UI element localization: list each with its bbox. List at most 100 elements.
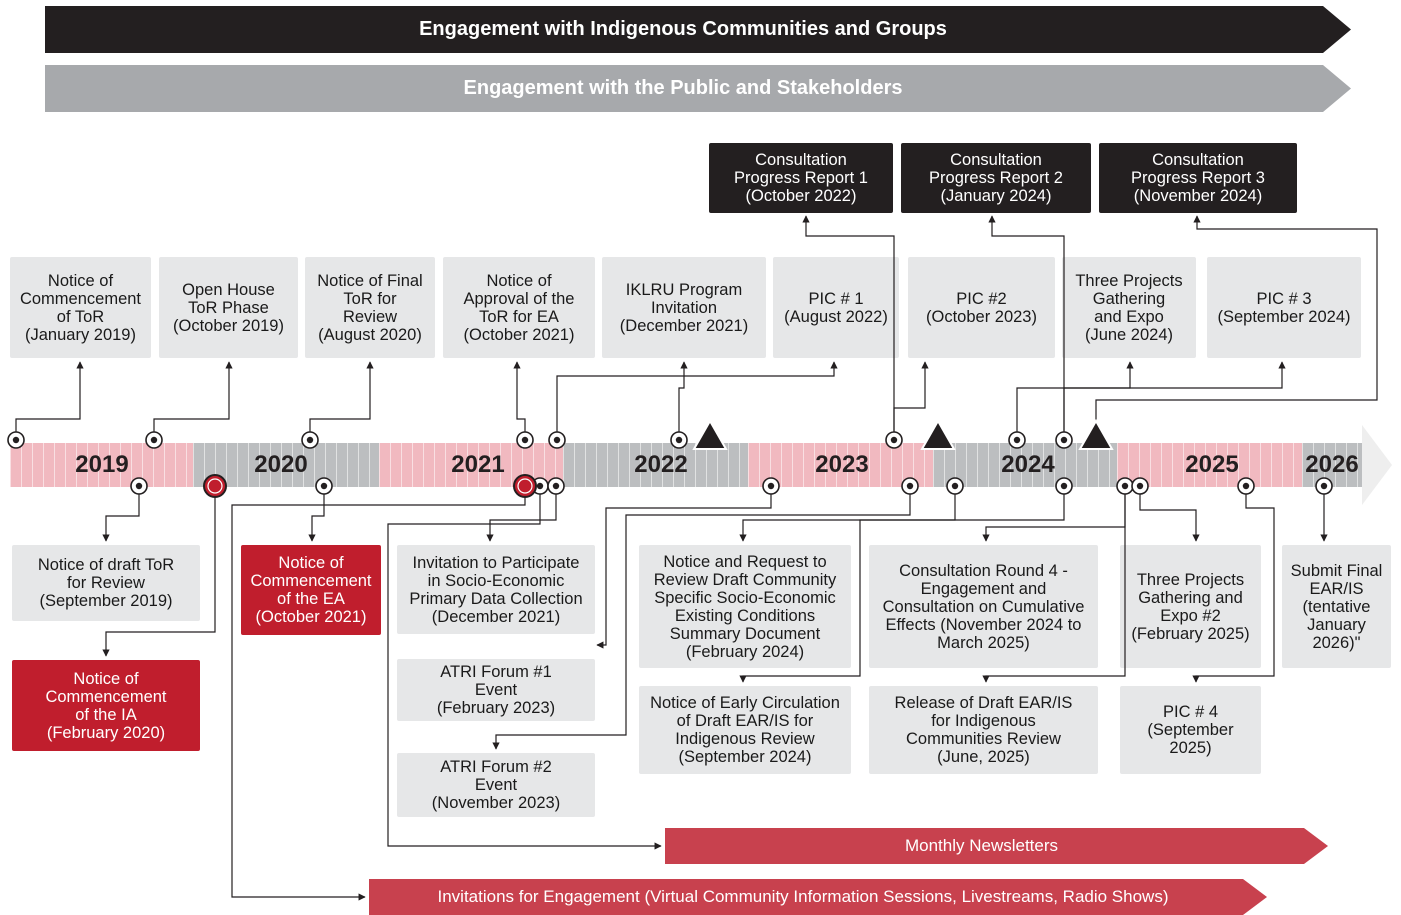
connector-above-1 — [15, 361, 84, 433]
connector-report-3 — [1095, 215, 1378, 433]
marker-above-6-dot — [675, 436, 683, 444]
event-notice-approval-tor: Notice of Approval of the ToR for EA (Oc… — [443, 257, 595, 358]
year-label-2026: 2026 — [1305, 451, 1359, 478]
connector-above-4 — [513, 361, 526, 433]
connector-above-8 — [1016, 361, 1134, 433]
event-pic-1: PIC # 1 (August 2022) — [773, 257, 899, 358]
marker-red-ea — [513, 474, 537, 498]
event-notice-review-socio-economic: Notice and Request to Review Draft Commu… — [639, 545, 851, 668]
marker-above-1-dot — [12, 436, 20, 444]
connector-below-11 — [1139, 493, 1200, 542]
connector-report-1 — [802, 215, 895, 433]
event-three-projects-expo: Three Projects Gathering and Expo (June … — [1062, 257, 1196, 358]
progress-report-1: Consultation Progress Report 1 (October … — [709, 143, 893, 213]
marker-below-6-dot — [906, 482, 914, 490]
connector-below-1 — [102, 493, 140, 542]
timeline-segment-2025 — [1117, 443, 1302, 487]
connector-report-2 — [988, 215, 1065, 433]
marker-below-1-dot — [135, 482, 143, 490]
event-submit-final-ear: Submit Final EAR/IS (tentative January 2… — [1282, 545, 1391, 668]
invitations-engagement-banner: Invitations for Engagement (Virtual Comm… — [369, 879, 1267, 915]
marker-below-3-dot — [536, 482, 544, 490]
connector-below-8 — [739, 493, 1065, 683]
event-notice-commencement-ea: Notice of Commencement of the EA (Octobe… — [241, 545, 381, 635]
triangle-markers — [692, 418, 1114, 450]
triangle-marker-1 — [692, 418, 728, 450]
event-three-projects-expo-2: Three Projects Gathering and Expo #2 (Fe… — [1120, 545, 1261, 668]
year-label-2019: 2019 — [75, 451, 129, 478]
timeline-segment-2021 — [379, 443, 563, 487]
connector-below-9 — [982, 493, 1126, 542]
connector-below-4 — [486, 493, 557, 542]
connector-above-6 — [556, 361, 838, 433]
marker-below-4-dot — [552, 482, 560, 490]
marker-below-7-dot — [951, 482, 959, 490]
connector-above-3 — [309, 361, 374, 433]
marker-red-ia — [203, 474, 227, 498]
year-label-2021: 2021 — [451, 451, 505, 478]
event-pic-2: PIC #2 (October 2023) — [908, 257, 1055, 358]
marker-above-9-dot — [1060, 436, 1068, 444]
triangle-marker-2 — [920, 418, 956, 450]
event-socio-economic-invitation: Invitation to Participate in Socio-Econo… — [397, 545, 595, 634]
marker-red-ea-ring — [517, 478, 533, 494]
event-early-circulation-ear: Notice of Early Circulation of Draft EAR… — [639, 686, 851, 774]
marker-above-5-dot — [553, 436, 561, 444]
connector-above-5 — [678, 361, 688, 433]
event-markers — [7, 431, 1333, 498]
year-label-2022: 2022 — [634, 451, 688, 478]
triangle-marker-3 — [1078, 418, 1114, 450]
indigenous-engagement-banner: Engagement with Indigenous Communities a… — [45, 6, 1351, 53]
connector-below-7 — [739, 493, 956, 542]
monthly-newsletters-banner: Monthly Newsletters — [665, 828, 1328, 864]
marker-above-3-dot — [306, 436, 314, 444]
event-consultation-round-4: Consultation Round 4 - Engagement and Co… — [869, 545, 1098, 668]
connector-below-3 — [308, 493, 325, 542]
event-iklru-program: IKLRU Program Invitation (December 2021) — [602, 257, 766, 358]
event-notice-commencement-ia: Notice of Commencement of the IA (Februa… — [12, 660, 200, 751]
connector-above-2 — [153, 361, 233, 433]
connector-invitations — [231, 493, 526, 901]
marker-above-7-dot — [890, 436, 898, 444]
connector-above-7 — [893, 361, 929, 433]
timeline-segment-2022 — [563, 443, 748, 487]
marker-below-11-dot — [1242, 482, 1250, 490]
connector-below-5 — [596, 493, 772, 649]
event-notice-final-tor: Notice of Final ToR for Review (August 2… — [305, 257, 435, 358]
progress-report-3: Consultation Progress Report 3 (November… — [1099, 143, 1297, 213]
connector-below-10 — [982, 493, 1126, 683]
event-notice-commencement-tor: Notice of Commencement of ToR (January 2… — [10, 257, 151, 358]
year-label-2024: 2024 — [1001, 451, 1055, 478]
progress-report-2: Consultation Progress Report 2 (January … — [901, 143, 1091, 213]
connector-below-6 — [492, 493, 911, 750]
connector-below-2 — [102, 493, 216, 657]
event-atri-forum-2: ATRI Forum #2 Event (November 2023) — [397, 753, 595, 817]
marker-above-4-dot — [521, 436, 529, 444]
marker-above-8-dot — [1013, 436, 1021, 444]
event-atri-forum-1: ATRI Forum #1 Event (February 2023) — [397, 659, 595, 721]
marker-below-12-dot — [1320, 482, 1328, 490]
public-engagement-banner: Engagement with the Public and Stakehold… — [45, 65, 1351, 112]
marker-below-9-dot — [1121, 482, 1129, 490]
event-pic-4: PIC # 4 (September 2025) — [1120, 686, 1261, 774]
marker-below-8-dot — [1060, 482, 1068, 490]
marker-below-2-dot — [320, 482, 328, 490]
timeline-segment-2026 — [1302, 443, 1362, 487]
marker-below-10-dot — [1136, 482, 1144, 490]
event-open-house-tor: Open House ToR Phase (October 2019) — [159, 257, 298, 358]
year-label-2023: 2023 — [815, 451, 869, 478]
event-pic-3: PIC # 3 (September 2024) — [1207, 257, 1361, 358]
marker-red-ia-ring — [207, 478, 223, 494]
timeline-segment-2023 — [748, 443, 933, 487]
event-notice-draft-tor: Notice of draft ToR for Review (Septembe… — [12, 545, 200, 621]
timeline-segment-2019 — [10, 443, 193, 487]
year-label-2020: 2020 — [254, 451, 308, 478]
marker-below-5-dot — [767, 482, 775, 490]
connector-below-12 — [1192, 493, 1275, 683]
timeline-segment-2024 — [933, 443, 1117, 487]
marker-above-2-dot — [150, 436, 158, 444]
connector-newsletters — [387, 493, 662, 850]
event-release-draft-ear: Release of Draft EAR/IS for Indigenous C… — [869, 686, 1098, 774]
year-label-2025: 2025 — [1185, 451, 1239, 478]
